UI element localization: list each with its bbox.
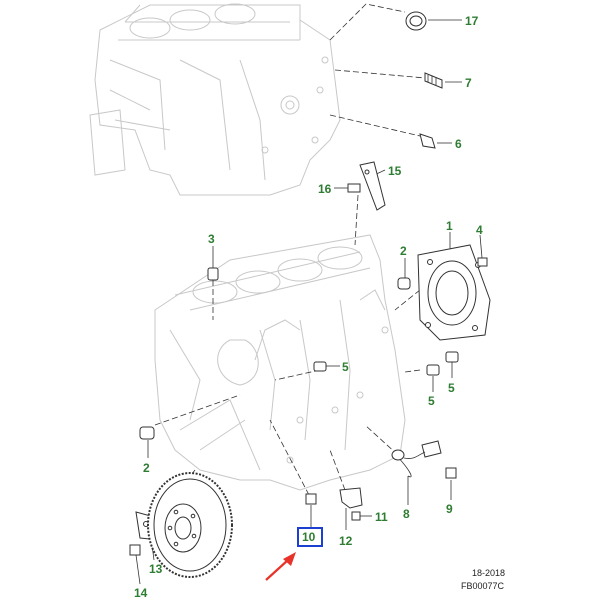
callout-2-top[interactable]: 2 xyxy=(400,244,407,258)
part-6-sensor[interactable] xyxy=(419,133,436,149)
callout-10[interactable]: 10 xyxy=(302,530,316,544)
callout-16[interactable]: 16 xyxy=(318,182,332,196)
callout-labels: 17 7 6 15 16 3 2 1 4 5 5 5 2 8 9 10 11 1… xyxy=(134,14,483,600)
part-14-bolt[interactable] xyxy=(129,544,141,556)
reference-date: 18-2018 xyxy=(472,568,505,578)
callout-5-right-b[interactable]: 5 xyxy=(448,381,455,395)
callout-9[interactable]: 9 xyxy=(446,502,453,516)
part-4-bolt[interactable] xyxy=(477,257,488,267)
part-16-bolt[interactable] xyxy=(347,183,361,193)
part-3-dowel[interactable] xyxy=(207,267,219,281)
callout-3[interactable]: 3 xyxy=(208,232,215,246)
callout-13[interactable]: 13 xyxy=(149,562,163,576)
callout-8[interactable]: 8 xyxy=(403,507,410,521)
part-7-bolt[interactable] xyxy=(424,72,443,89)
part-2-top-plug[interactable] xyxy=(397,277,411,290)
callout-6[interactable]: 6 xyxy=(455,137,462,151)
part-12-bracket[interactable] xyxy=(339,487,363,509)
part-10-bolt[interactable] xyxy=(305,493,317,505)
lower-engine-block xyxy=(154,234,406,491)
callout-15[interactable]: 15 xyxy=(388,164,402,178)
highlight-box-part-10 xyxy=(297,527,323,547)
callout-11[interactable]: 11 xyxy=(375,510,388,524)
part-15-bracket[interactable] xyxy=(359,161,386,211)
part-5-mid-dowel[interactable] xyxy=(313,361,327,372)
upper-engine-block-ghost xyxy=(89,3,341,196)
callout-17[interactable]: 17 xyxy=(465,14,479,28)
part-2-left-plug[interactable] xyxy=(139,426,155,440)
part-17-seal-cap[interactable] xyxy=(405,11,427,31)
pointer-arrow xyxy=(265,552,296,581)
callout-4[interactable]: 4 xyxy=(476,223,483,237)
callout-2-left[interactable]: 2 xyxy=(143,461,150,475)
reference-code: FB00077C xyxy=(461,581,505,591)
callout-12[interactable]: 12 xyxy=(339,534,353,548)
part-8-sensor-harness[interactable] xyxy=(391,440,442,478)
callout-7[interactable]: 7 xyxy=(465,76,472,90)
flywheel[interactable] xyxy=(147,472,233,578)
part-9-bolt[interactable] xyxy=(445,467,457,479)
part-5-right-dowels[interactable] xyxy=(426,351,459,376)
part-11-bolt[interactable] xyxy=(351,511,361,521)
callout-14[interactable]: 14 xyxy=(134,586,148,600)
callout-1[interactable]: 1 xyxy=(446,219,453,233)
callout-5-mid[interactable]: 5 xyxy=(342,360,349,374)
part-1-rear-seal-housing[interactable] xyxy=(417,244,491,341)
callout-5-right-a[interactable]: 5 xyxy=(428,394,435,408)
